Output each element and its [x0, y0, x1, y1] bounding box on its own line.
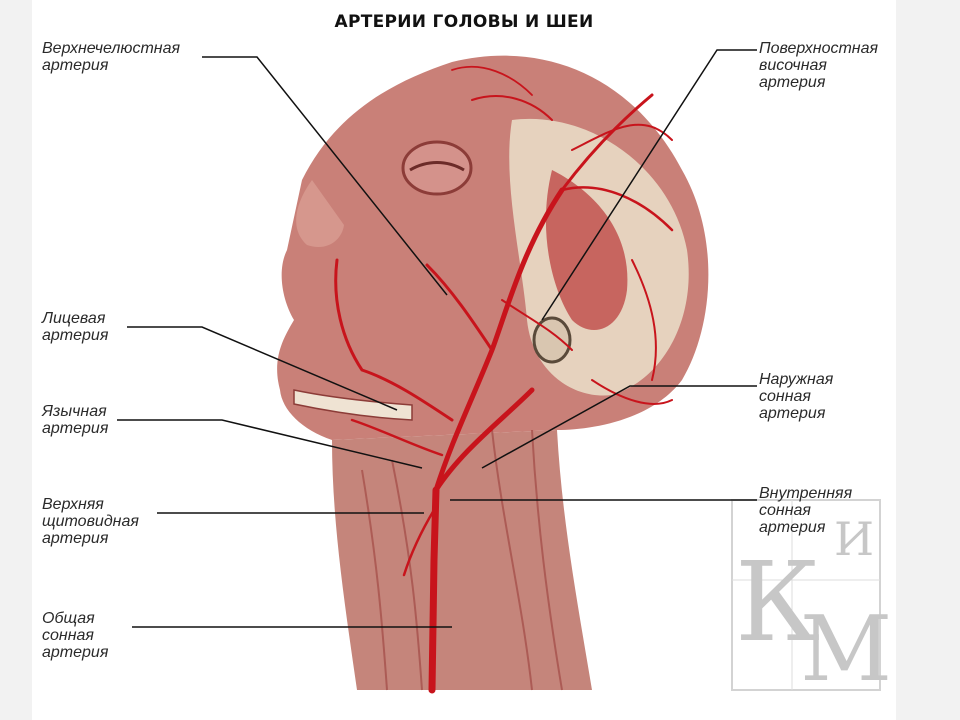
slide-title: АРТЕРИИ ГОЛОВЫ И ШЕИ: [334, 12, 594, 32]
thyroid-vessel: [402, 508, 436, 577]
neck: [332, 430, 592, 690]
svg-text:И: И: [834, 512, 874, 566]
label-superior-thyroid-artery: Верхняя щитовидная артерия: [42, 496, 139, 547]
head-neck-illustration: К М И: [117, 49, 892, 702]
leader-lingual: [117, 419, 423, 469]
nose: [296, 180, 344, 248]
label-facial-artery: Лицевая артерия: [42, 310, 109, 344]
common-carotid-vessel: [428, 486, 440, 694]
ear: [532, 316, 572, 364]
eye: [401, 140, 473, 196]
facial-vessel: [334, 258, 454, 422]
internal-carotid-vessel: [433, 387, 535, 493]
leader-facial: [127, 326, 398, 411]
maxillary-vessel: [425, 263, 494, 352]
watermark-logo: К М И: [731, 499, 892, 702]
label-internal-carotid-artery: Внутренняя сонная артерия: [759, 485, 853, 536]
arteries: [334, 65, 674, 694]
leader-lines: [117, 49, 757, 628]
slide: АРТЕРИИ ГОЛОВЫ И ШЕИ: [32, 0, 896, 720]
svg-text:К: К: [735, 538, 820, 666]
label-lingual-artery: Язычная артерия: [42, 403, 109, 437]
leader-maxillary: [202, 56, 448, 296]
svg-text:М: М: [800, 597, 892, 702]
label-external-carotid-artery: Наружная сонная артерия: [759, 371, 834, 422]
leader-temporal: [541, 49, 757, 321]
label-common-carotid-artery: Общая сонная артерия: [42, 610, 109, 661]
label-maxillary-artery: Верхнечелюстная артерия: [42, 40, 181, 74]
mouth: [293, 389, 413, 421]
leader-external-carotid: [481, 385, 757, 469]
lingual-vessel: [350, 418, 444, 457]
temporal-vessel: [560, 93, 654, 192]
label-superficial-temporal-artery: Поверхностная височная артерия: [759, 40, 879, 91]
